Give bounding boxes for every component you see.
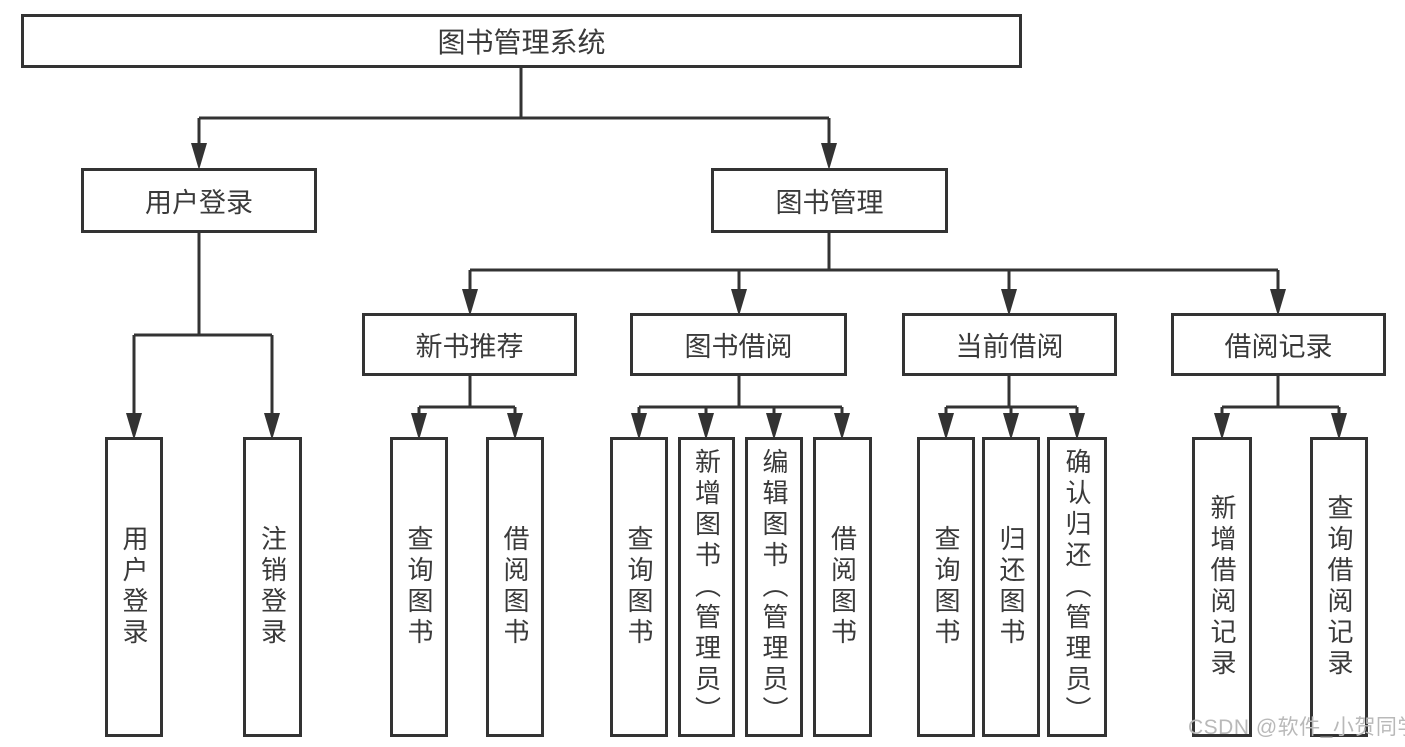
leaf-edit-book-admin: 编辑图书（管理员） <box>745 437 803 737</box>
leaf-borrow-books-1: 借阅图书 <box>486 437 544 737</box>
connector-user-login-to-leaves <box>132 233 274 416</box>
leaf-add-book-admin: 新增图书（管理员） <box>678 437 735 737</box>
leaf-confirm-return-admin-label: 确认归还（管理员） <box>1062 447 1092 727</box>
leaf-return-book: 归还图书 <box>982 437 1040 737</box>
leaf-query-books-1: 查询图书 <box>390 437 448 737</box>
node-new-book-recommend: 新书推荐 <box>362 313 577 376</box>
leaf-query-books-3: 查询图书 <box>917 437 975 737</box>
leaf-logout-label: 注销登录 <box>257 525 288 649</box>
node-library-system: 图书管理系统 <box>21 14 1022 68</box>
node-library-system-label: 图书管理系统 <box>437 27 606 58</box>
connector-root-to-level2 <box>197 68 831 146</box>
leaf-logout: 注销登录 <box>243 437 302 737</box>
connector-current-borrow-to-leaves <box>944 376 1079 416</box>
node-book-borrowing-label: 图书借阅 <box>684 332 793 362</box>
node-book-management: 图书管理 <box>711 168 948 233</box>
leaf-query-books-3-label: 查询图书 <box>931 525 961 649</box>
leaf-borrow-books-2: 借阅图书 <box>813 437 872 737</box>
node-book-management-label: 图书管理 <box>775 188 884 218</box>
connector-new-book-to-leaves <box>417 376 517 416</box>
leaf-borrow-books-2-label: 借阅图书 <box>827 525 858 649</box>
node-book-borrowing: 图书借阅 <box>630 313 847 376</box>
connector-book-borrow-to-leaves <box>637 376 844 416</box>
leaf-edit-book-admin-label: 编辑图书（管理员） <box>759 447 789 727</box>
node-borrow-records-label: 借阅记录 <box>1224 332 1333 362</box>
node-borrow-records: 借阅记录 <box>1171 313 1386 376</box>
leaf-query-books-2-label: 查询图书 <box>624 525 654 649</box>
leaf-add-borrow-record-label: 新增借阅记录 <box>1207 494 1237 680</box>
leaf-query-books-1-label: 查询图书 <box>404 525 434 649</box>
leaf-query-borrow-record: 查询借阅记录 <box>1310 437 1368 737</box>
arrowheads <box>126 143 1347 440</box>
leaf-return-book-label: 归还图书 <box>996 525 1026 649</box>
node-user-login-label: 用户登录 <box>145 188 253 218</box>
leaf-query-books-2: 查询图书 <box>610 437 668 737</box>
leaf-user-login-label: 用户登录 <box>119 525 149 649</box>
node-current-borrowing: 当前借阅 <box>902 313 1117 376</box>
leaf-user-login: 用户登录 <box>105 437 163 737</box>
leaf-add-book-admin-label: 新增图书（管理员） <box>691 447 722 727</box>
connector-borrow-record-to-leaves <box>1220 376 1341 416</box>
node-user-login: 用户登录 <box>81 168 317 233</box>
watermark: CSDN @软件_小贺同学 <box>1188 716 1405 739</box>
leaf-query-borrow-record-label: 查询借阅记录 <box>1324 494 1354 680</box>
leaf-add-borrow-record: 新增借阅记录 <box>1192 437 1252 737</box>
connector-book-management-to-level3 <box>468 233 1280 292</box>
leaf-confirm-return-admin: 确认归还（管理员） <box>1047 437 1107 737</box>
node-current-borrowing-label: 当前借阅 <box>955 332 1064 362</box>
leaf-borrow-books-1-label: 借阅图书 <box>500 525 530 649</box>
node-new-book-recommend-label: 新书推荐 <box>415 332 524 362</box>
